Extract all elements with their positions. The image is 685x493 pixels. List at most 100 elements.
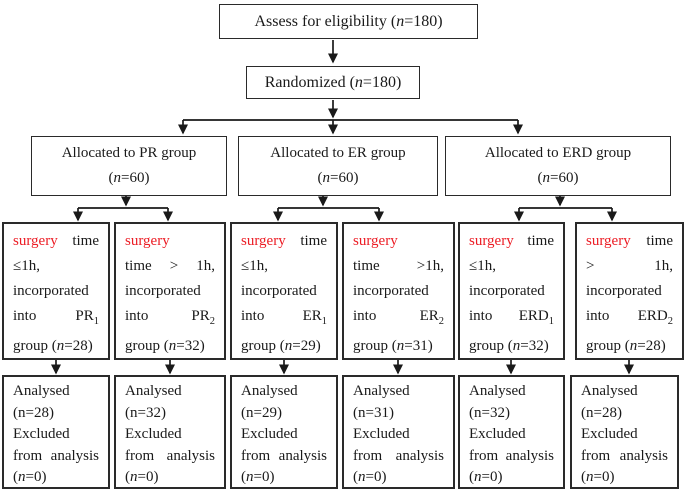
text-line: Assess for eligibility (n=180) xyxy=(220,13,477,31)
text-line: (n=29) xyxy=(241,403,327,425)
text-line: surgery time xyxy=(13,229,99,254)
text-segment: (n=28) xyxy=(581,404,622,421)
text-line: Excluded xyxy=(581,424,668,446)
text-segment: incorporated xyxy=(353,283,429,299)
text-line: Randomized (n=180) xyxy=(247,74,419,92)
text-line: surgery time xyxy=(469,229,554,254)
text-segment: =60) xyxy=(550,170,579,186)
text-line: group (n=31) xyxy=(353,334,444,359)
text-segment: from analysis xyxy=(469,447,554,464)
text-line: (n=32) xyxy=(125,403,215,425)
text-segment: ( xyxy=(581,469,586,485)
text-segment: n xyxy=(586,469,594,485)
text-segment: group ( xyxy=(353,338,397,354)
text-line: from analysis xyxy=(241,446,327,468)
text-segment: =28) xyxy=(64,338,93,354)
text-line: incorporated xyxy=(13,279,99,304)
text-segment: ( xyxy=(125,469,130,485)
text-segment: Excluded xyxy=(469,426,526,442)
text-line: group (n=28) xyxy=(586,334,673,359)
text-line: Allocated to PR group xyxy=(32,141,226,166)
text-segment: 1 xyxy=(548,316,554,327)
text-segment: Allocated to ERD group xyxy=(484,145,632,161)
text-segment: into ERD xyxy=(469,308,549,324)
text-segment: time >1h, xyxy=(353,258,444,274)
text-segment: Analysed xyxy=(13,383,70,399)
text-line: Analysed xyxy=(125,381,215,403)
text-line: into PR1 xyxy=(13,304,99,334)
highlighted-word: surgery xyxy=(586,233,631,249)
text-line: (n=60) xyxy=(239,166,437,191)
highlighted-word: surgery xyxy=(353,233,398,249)
text-segment: =32) xyxy=(176,338,205,354)
text-line: Analysed xyxy=(353,381,444,403)
text-line: Analysed xyxy=(13,381,99,403)
text-line: (n=32) xyxy=(469,403,554,425)
text-line: Excluded xyxy=(13,424,99,446)
text-segment: ( xyxy=(13,469,18,485)
text-segment: Excluded xyxy=(353,426,410,442)
text-line: (n=31) xyxy=(353,403,444,425)
text-segment: Excluded xyxy=(125,426,182,442)
text-line: surgery xyxy=(353,229,444,254)
text-segment: ( xyxy=(241,469,246,485)
text-line: Analysed xyxy=(241,381,327,403)
text-segment: into PR xyxy=(13,308,94,324)
text-line: ≤1h, xyxy=(241,254,327,279)
text-line: (n=0) xyxy=(469,467,554,489)
text-line: from analysis xyxy=(13,446,99,468)
text-segment: from analysis xyxy=(125,447,215,464)
text-segment: 2 xyxy=(438,316,444,327)
text-segment: incorporated xyxy=(125,283,201,299)
text-line: group (n=32) xyxy=(125,334,215,359)
text-segment: =0) xyxy=(593,469,615,485)
text-segment: Randomized ( xyxy=(264,73,355,91)
text-segment: =31) xyxy=(404,338,433,354)
text-line: (n=28) xyxy=(13,403,99,425)
text-line: Allocated to ERD group xyxy=(446,141,670,166)
text-segment: n xyxy=(18,469,26,485)
text-segment: =29) xyxy=(292,338,321,354)
text-line: group (n=29) xyxy=(241,334,327,359)
text-segment: Excluded xyxy=(581,426,638,442)
highlighted-word: surgery xyxy=(125,233,170,249)
text-line: into PR2 xyxy=(125,304,215,334)
text-segment: n xyxy=(358,469,366,485)
text-line: Analysed xyxy=(581,381,668,403)
text-segment: =0) xyxy=(365,469,387,485)
text-line: incorporated xyxy=(125,279,215,304)
text-segment: =28) xyxy=(637,338,666,354)
text-segment: group ( xyxy=(241,338,285,354)
randomized-box: Randomized (n=180) xyxy=(246,66,420,99)
text-line: ≤1h, xyxy=(469,254,554,279)
text-segment: =32) xyxy=(520,338,549,354)
text-segment: Assess for eligibility ( xyxy=(254,12,397,30)
text-segment: n xyxy=(130,469,138,485)
text-segment: =0) xyxy=(253,469,275,485)
text-line: incorporated xyxy=(353,279,444,304)
text-segment: time xyxy=(630,233,673,249)
text-line: Excluded xyxy=(241,424,327,446)
text-segment: =0) xyxy=(137,469,159,485)
text-segment: 2 xyxy=(667,316,673,327)
text-segment: into PR xyxy=(125,308,210,324)
text-segment: incorporated xyxy=(469,283,545,299)
text-segment: incorporated xyxy=(241,283,317,299)
text-segment: n xyxy=(396,12,405,30)
text-line: group (n=28) xyxy=(13,334,99,359)
text-segment: n xyxy=(322,170,331,186)
text-segment: 2 xyxy=(209,316,215,327)
text-segment: time xyxy=(513,233,554,249)
text-segment: from analysis xyxy=(241,447,327,464)
text-segment: n xyxy=(168,338,177,354)
text-line: Excluded xyxy=(469,424,554,446)
text-segment: =60) xyxy=(121,170,150,186)
